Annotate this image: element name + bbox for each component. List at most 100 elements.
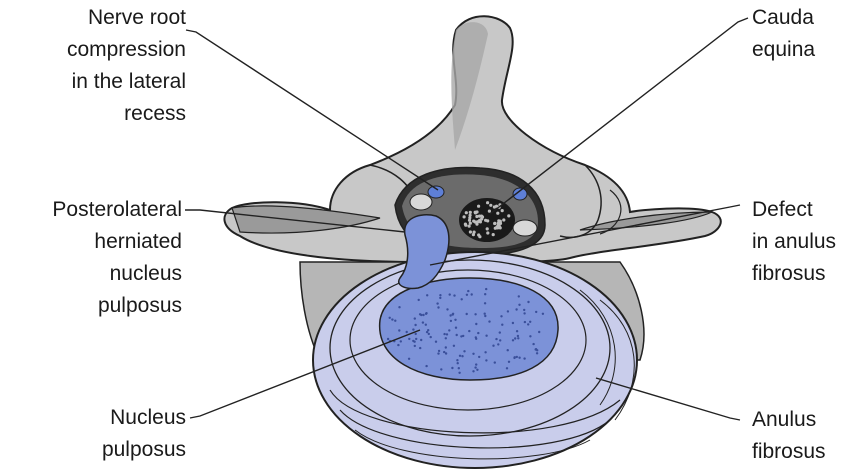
nucleus-texture-dot xyxy=(408,338,410,340)
nucleus-texture-dot xyxy=(484,293,486,295)
nucleus-texture-dot xyxy=(418,299,420,301)
nucleus-texture-dot xyxy=(419,313,421,315)
nucleus-texture-dot xyxy=(422,314,424,316)
label-line: in anulus xyxy=(752,226,864,258)
nucleus-texture-dot xyxy=(492,345,494,347)
nucleus-texture-dot xyxy=(484,313,486,315)
nucleus-texture-dot xyxy=(398,306,400,308)
nucleus-texture-dot xyxy=(523,357,525,359)
label-line: Anulus xyxy=(752,404,862,436)
nucleus-texture-dot xyxy=(506,367,508,369)
nucleus-texture-dot xyxy=(542,313,544,315)
nucleus-texture-dot xyxy=(527,323,529,325)
nucleus-texture-dot xyxy=(406,331,408,333)
label-anulus: Anulus fibrosus xyxy=(752,404,862,468)
cauda-equina-fiber xyxy=(478,219,481,222)
nucleus-texture-dot xyxy=(414,317,416,319)
nucleus-texture-dot xyxy=(453,294,455,296)
nucleus-texture-dot xyxy=(426,331,428,333)
nucleus-texture-dot xyxy=(508,361,510,363)
nucleus-texture-dot xyxy=(475,323,477,325)
nucleus-texture-dot xyxy=(488,320,490,322)
nucleus-texture-dot xyxy=(507,310,509,312)
cauda-equina-fiber xyxy=(507,214,510,217)
nucleus-texture-dot xyxy=(443,351,445,353)
nucleus-texture-dot xyxy=(420,339,422,341)
nucleus-pulposus xyxy=(380,278,558,380)
cauda-equina xyxy=(459,198,515,242)
nucleus-texture-dot xyxy=(467,290,469,292)
label-line: Cauda xyxy=(752,2,862,34)
label-line: herniated xyxy=(4,226,182,258)
label-line: recess xyxy=(10,98,186,130)
nucleus-texture-dot xyxy=(477,332,479,334)
nerve-root-left xyxy=(428,186,444,198)
nucleus-texture-dot xyxy=(474,366,476,368)
nucleus-texture-dot xyxy=(514,337,516,339)
nucleus-texture-dot xyxy=(397,344,399,346)
nucleus-texture-dot xyxy=(458,367,460,369)
nucleus-texture-dot xyxy=(535,311,537,313)
nucleus-texture-dot xyxy=(437,352,439,354)
nucleus-texture-dot xyxy=(419,347,421,349)
nucleus-texture-dot xyxy=(425,365,427,367)
nucleus-texture-dot xyxy=(466,294,468,296)
nucleus-texture-dot xyxy=(425,313,427,315)
nucleus-texture-dot xyxy=(518,357,520,359)
nucleus-texture-dot xyxy=(455,327,457,329)
nucleus-texture-dot xyxy=(459,355,461,357)
nucleus-texture-dot xyxy=(518,304,520,306)
cauda-equina-fiber xyxy=(465,211,468,214)
nucleus-texture-dot xyxy=(476,369,478,371)
nucleus-texture-dot xyxy=(512,322,514,324)
cauda-equina-fiber xyxy=(469,230,472,233)
nucleus-texture-dot xyxy=(461,355,463,357)
cauda-equina-fiber xyxy=(469,211,472,214)
nucleus-texture-dot xyxy=(425,324,427,326)
nucleus-texture-dot xyxy=(500,315,502,317)
nucleus-texture-dot xyxy=(453,345,455,347)
cauda-equina-fiber xyxy=(463,215,466,218)
nucleus-texture-dot xyxy=(494,361,496,363)
nucleus-texture-dot xyxy=(463,350,465,352)
nucleus-texture-dot xyxy=(413,341,415,343)
nucleus-texture-dot xyxy=(398,329,400,331)
cauda-equina-fiber xyxy=(488,210,491,213)
label-defect: Defect in anulus fibrosus xyxy=(752,194,864,290)
nucleus-texture-dot xyxy=(445,346,447,348)
nucleus-texture-dot xyxy=(538,331,540,333)
label-line: nucleus xyxy=(4,258,182,290)
nucleus-texture-dot xyxy=(507,349,509,351)
nucleus-texture-dot xyxy=(475,363,477,365)
cauda-equina-fiber xyxy=(501,209,504,212)
cauda-equina-fiber xyxy=(486,227,489,230)
label-line: compression xyxy=(10,34,186,66)
nucleus-texture-dot xyxy=(439,294,441,296)
nucleus-texture-dot xyxy=(536,352,538,354)
nucleus-texture-dot xyxy=(428,333,430,335)
cauda-equina-fiber xyxy=(489,204,492,207)
nucleus-texture-dot xyxy=(524,321,526,323)
nucleus-texture-dot xyxy=(426,294,428,296)
nucleus-texture-dot xyxy=(439,297,441,299)
label-line: pulposus xyxy=(4,290,182,322)
cauda-equina-fiber xyxy=(478,215,481,218)
label-line: in the lateral xyxy=(10,66,186,98)
nucleus-texture-dot xyxy=(471,293,473,295)
label-line: Nerve root xyxy=(10,2,186,34)
nucleus-texture-dot xyxy=(438,350,440,352)
nucleus-texture-dot xyxy=(449,293,451,295)
nucleus-texture-dot xyxy=(501,324,503,326)
nucleus-texture-dot xyxy=(457,362,459,364)
nucleus-texture-dot xyxy=(484,351,486,353)
nucleus-texture-dot xyxy=(440,368,442,370)
nucleus-texture-dot xyxy=(478,356,480,358)
nucleus-texture-dot xyxy=(449,314,451,316)
nucleus-texture-dot xyxy=(437,306,439,308)
label-line: Posterolateral xyxy=(4,194,182,226)
cauda-equina-fiber xyxy=(477,233,480,236)
label-line: Defect xyxy=(752,194,864,226)
label-line: equina xyxy=(752,34,862,66)
nucleus-texture-dot xyxy=(474,313,476,315)
nucleus-texture-dot xyxy=(448,329,450,331)
